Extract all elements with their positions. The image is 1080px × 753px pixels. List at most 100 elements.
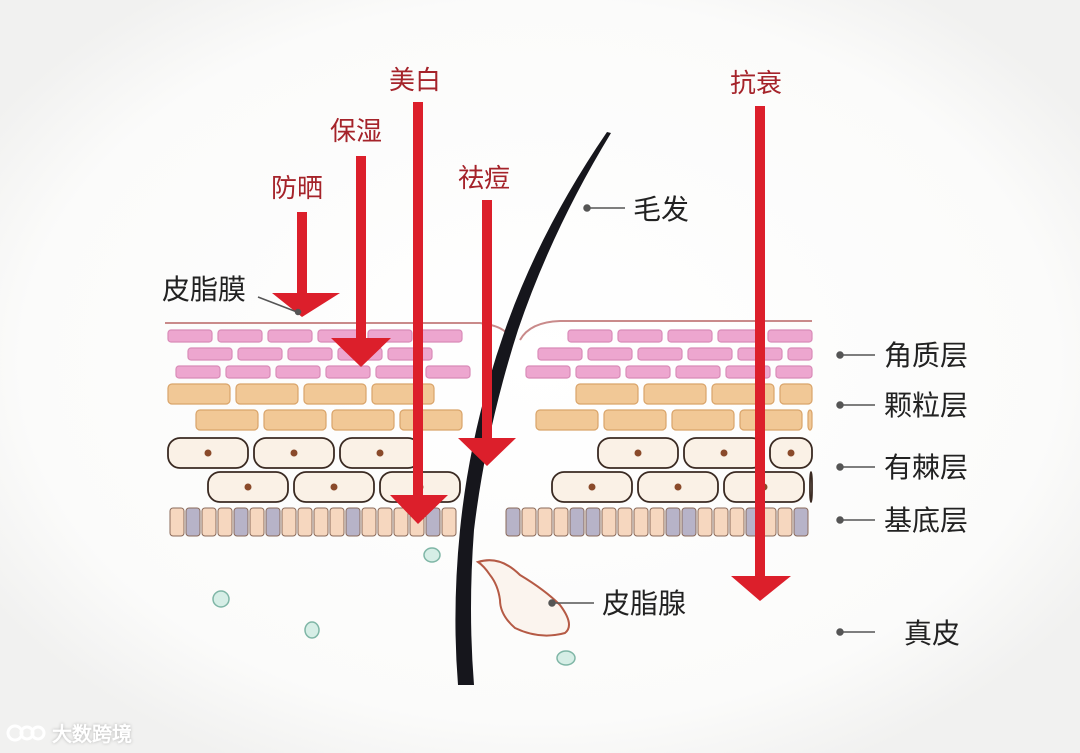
granulosum-cell: [195, 409, 259, 431]
whitening-arrow: [390, 102, 448, 524]
corneum-cell: [617, 329, 663, 343]
granulosum-cell: [331, 409, 395, 431]
acne-arrow: [458, 200, 516, 466]
granulosum-cell: [807, 409, 813, 431]
watermark: 大数跨境: [6, 718, 132, 747]
corneum-cell: [237, 347, 283, 361]
spinosum-nucleus: [376, 449, 384, 457]
basale-cell: [681, 507, 697, 537]
basale-cell: [521, 507, 537, 537]
basale-cell: [361, 507, 377, 537]
spinosum-nucleus: [290, 449, 298, 457]
basale-cell: [217, 507, 233, 537]
corneum-cell: [425, 365, 471, 379]
granulosum-cell: [371, 383, 435, 405]
spinosum-nucleus: [787, 449, 795, 457]
corneum-cell: [687, 347, 733, 361]
spinosum-nucleus: [634, 449, 642, 457]
spinosum-nucleus: [720, 449, 728, 457]
granulosum-cell: [535, 409, 599, 431]
granulosum-cell: [643, 383, 707, 405]
granulosum-cell: [303, 383, 367, 405]
spinosum-nucleus: [674, 483, 682, 491]
granulosum-cell: [671, 409, 735, 431]
leader-lines: [257, 204, 875, 636]
sunscreen-label: 防晒: [271, 174, 323, 204]
corneum-cell: [217, 329, 263, 343]
stratum-basale-cells: [169, 507, 809, 537]
granulosum-cell: [167, 383, 231, 405]
stratum-granulosum-label: 颗粒层: [884, 389, 968, 422]
corneum-cell: [417, 329, 463, 343]
basale-cell: [169, 507, 185, 537]
granulosum-cell: [575, 383, 639, 405]
basale-cell: [233, 507, 249, 537]
sebaceous-gland-label: 皮脂腺: [602, 587, 686, 620]
moisturizing-label: 保湿: [330, 117, 382, 147]
corneum-cell: [267, 329, 313, 343]
basale-cell: [249, 507, 265, 537]
anti-aging-label: 抗衰: [730, 69, 782, 99]
basale-cell: [281, 507, 297, 537]
basale-cell: [729, 507, 745, 537]
acne-label: 祛痘: [458, 164, 510, 194]
corneum-cell: [637, 347, 683, 361]
basale-cell: [713, 507, 729, 537]
basale-cell: [793, 507, 809, 537]
corneum-cell: [167, 329, 213, 343]
granulosum-cell: [263, 409, 327, 431]
corneum-cell: [667, 329, 713, 343]
basale-cell: [665, 507, 681, 537]
dermis-cells: [212, 547, 576, 666]
granulosum-cell: [235, 383, 299, 405]
basale-cell: [537, 507, 553, 537]
skin-layers: [167, 329, 813, 537]
basale-cell: [633, 507, 649, 537]
basale-cell: [201, 507, 217, 537]
basale-cell: [617, 507, 633, 537]
dermis-label: 真皮: [904, 617, 960, 650]
stratum-spinosum-label: 有棘层: [884, 451, 968, 484]
basale-cell: [553, 507, 569, 537]
hair-label: 毛发: [633, 193, 689, 226]
corneum-cell: [287, 347, 333, 361]
spinosum-nucleus: [244, 483, 252, 491]
spinosum-cell: [809, 471, 813, 503]
corneum-cell: [675, 365, 721, 379]
corneum-cell: [187, 347, 233, 361]
basale-cell: [441, 507, 457, 537]
sebaceous-gland: [475, 559, 570, 637]
granulosum-cell: [779, 383, 813, 405]
basale-cell: [601, 507, 617, 537]
basale-cell: [329, 507, 345, 537]
sebum-film-label: 皮脂膜: [162, 273, 246, 306]
corneum-cell: [225, 365, 271, 379]
watermark-text: 大数跨境: [52, 722, 132, 746]
basale-cell: [569, 507, 585, 537]
basale-cell: [377, 507, 393, 537]
sunscreen-arrow: [272, 212, 340, 317]
corneum-cell: [275, 365, 321, 379]
basale-cell: [393, 507, 409, 537]
spinosum-nucleus: [204, 449, 212, 457]
watermark-logo-icon: [6, 724, 46, 741]
corneum-cell: [537, 347, 583, 361]
corneum-cell: [525, 365, 571, 379]
stratum-spinosum-cells: [167, 437, 813, 503]
stratum-corneum-label: 角质层: [884, 339, 968, 372]
sebum-film-line-right: [519, 320, 812, 341]
basale-cell: [313, 507, 329, 537]
granulosum-cell: [603, 409, 667, 431]
granulosum-cell: [399, 409, 463, 431]
corneum-cell: [567, 329, 613, 343]
corneum-cell: [175, 365, 221, 379]
corneum-cell: [325, 365, 371, 379]
basale-cell: [505, 507, 521, 537]
stratum-basale-label: 基底层: [884, 504, 968, 537]
basale-cell: [185, 507, 201, 537]
whitening-label: 美白: [389, 66, 441, 96]
moisturizing-arrow: [331, 156, 391, 367]
benefit-arrows: [272, 102, 791, 601]
corneum-cell: [787, 347, 813, 361]
granulosum-cell: [739, 409, 803, 431]
